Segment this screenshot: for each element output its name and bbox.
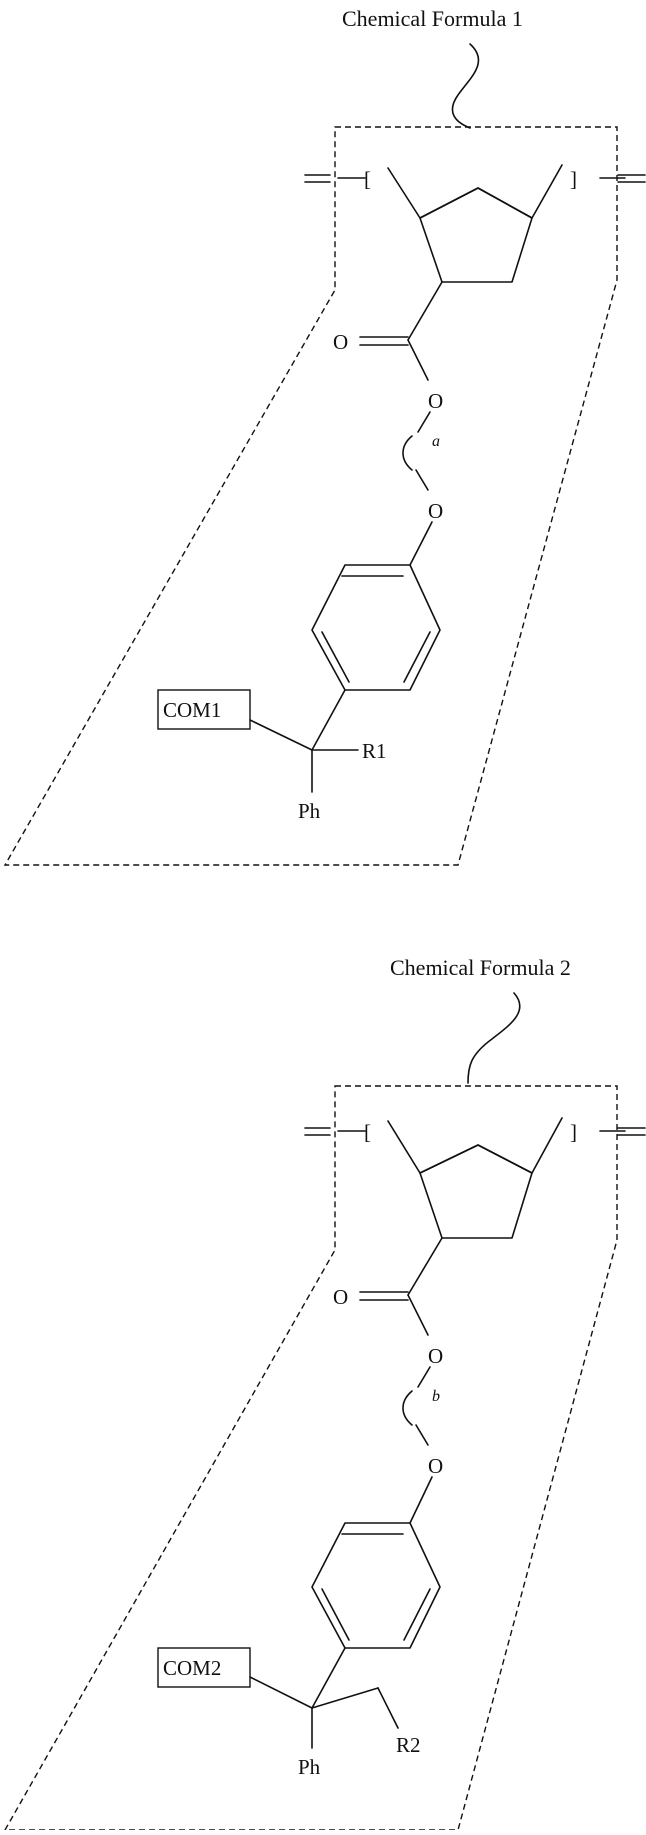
formula-2-substituent-label: R2: [396, 1733, 421, 1757]
formula-2: Chemical Formula 2 [ ] O O b O: [5, 955, 645, 1830]
formula-2-spacer-bond: [418, 1367, 430, 1387]
formula-1-benzene-ring: [312, 565, 440, 690]
formula-1-leader-line: [452, 44, 478, 128]
formula-1-substituent-label: R1: [362, 739, 387, 763]
formula-1-spacer-bond: [416, 470, 428, 490]
formula-2-ring-to-carbonyl-bond: [408, 1238, 442, 1295]
formula-1-caption: Chemical Formula 1: [342, 6, 523, 31]
formula-1-quaternary-to-com-bond: [250, 720, 312, 750]
formula-1-ring-to-carbonyl-bond: [408, 282, 442, 340]
formula-2-vinylene-chains: [388, 1118, 562, 1173]
formula-1-bracket-open: [: [364, 167, 371, 191]
formula-1-ester-oxygen: O: [428, 389, 443, 413]
formula-1-phenyl-label: Ph: [298, 799, 321, 823]
formula-1-spacer-bond: [418, 412, 430, 432]
formula-2-spacer-bond: [416, 1425, 428, 1445]
formula-1-carbonyl-to-ester-oxygen-bond: [408, 340, 428, 380]
formula-2-caption: Chemical Formula 2: [390, 955, 571, 980]
formula-2-ether-oxygen: O: [428, 1454, 443, 1478]
formula-2-ether-to-ring-bond: [410, 1477, 432, 1523]
formula-2-group-box-label: COM2: [163, 1656, 221, 1680]
formula-1-ether-oxygen: O: [428, 499, 443, 523]
formula-2-repeat-arc: [403, 1391, 412, 1425]
formula-1-repeat-subscript: a: [432, 433, 440, 450]
formula-1-group-box-label: COM1: [163, 698, 221, 722]
formula-1-ether-to-ring-bond: [410, 522, 432, 565]
formula-1-cyclopentane-ring: [420, 188, 532, 282]
formula-2-bracket-close: ]: [570, 1120, 577, 1144]
formula-2-ester-oxygen: O: [428, 1344, 443, 1368]
formula-2-bracket-open: [: [364, 1120, 371, 1144]
formula-2-carbonyl-oxygen: O: [333, 1285, 348, 1309]
formula-2-cyclopentane-ring: [420, 1145, 532, 1238]
formula-2-leader-line: [468, 993, 520, 1083]
formula-1-bracket-close: ]: [570, 167, 577, 191]
formula-1-carbonyl-oxygen: O: [333, 330, 348, 354]
formula-1-ring-to-quaternary-bond: [312, 690, 345, 750]
formula-1: Chemical Formula 1 [ ] O O a O: [5, 6, 645, 865]
formula-2-benzene-ring: [312, 1523, 440, 1648]
formula-2-phenyl-label: Ph: [298, 1755, 321, 1779]
formula-1-repeat-arc: [403, 436, 412, 470]
formula-1-vinylene-chains: [388, 165, 562, 218]
formula-2-carbonyl-to-ester-oxygen-bond: [408, 1295, 428, 1335]
formula-2-repeat-subscript: b: [432, 1388, 440, 1405]
formula-2-ch2-to-r-bond: [378, 1688, 398, 1728]
formula-2-quaternary-to-com-bond: [250, 1677, 312, 1708]
